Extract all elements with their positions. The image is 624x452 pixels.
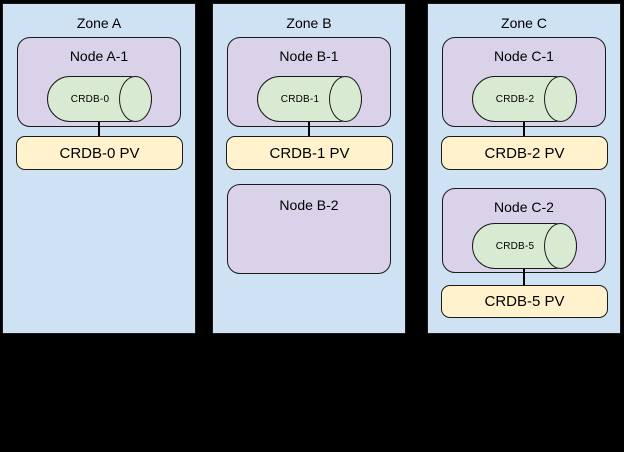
crdb-0-pv-box: CRDB-0 PV bbox=[16, 136, 183, 170]
crdb-5-pv-box: CRDB-5 PV bbox=[441, 285, 608, 318]
zone-c-title: Zone C bbox=[501, 15, 547, 31]
crdb-5-db-cylinder: CRDB-5 bbox=[472, 223, 577, 269]
zone-c-panel: Zone C Node C-1 CRDB-2 CRDB-2 PV Node C-… bbox=[427, 3, 621, 334]
zone-a-title: Zone A bbox=[76, 15, 122, 31]
cylinder-cap-icon bbox=[544, 76, 577, 122]
crdb-2-pv-box: CRDB-2 PV bbox=[441, 136, 608, 170]
node-b2-empty: Node B-2 bbox=[227, 184, 391, 274]
connector-line bbox=[308, 122, 310, 137]
crdb-1-pv-box: CRDB-1 PV bbox=[226, 136, 393, 170]
crdb-1-pv-label: CRDB-1 PV bbox=[269, 144, 350, 162]
crdb-1-label: CRDB-1 bbox=[280, 93, 320, 105]
node-b2-label: Node B-2 bbox=[279, 197, 339, 213]
zone-a-panel: Zone A Node A-1 CRDB-0 CRDB-0 PV bbox=[2, 3, 196, 334]
node-c2-label: Node C-2 bbox=[494, 199, 554, 215]
crdb-5-label: CRDB-5 bbox=[495, 240, 535, 252]
crdb-2-db-cylinder: CRDB-2 bbox=[472, 76, 577, 122]
crdb-0-label: CRDB-0 bbox=[70, 93, 110, 105]
crdb-1-db-cylinder: CRDB-1 bbox=[257, 76, 362, 122]
connector-line bbox=[98, 122, 100, 137]
crdb-0-db-cylinder: CRDB-0 bbox=[47, 76, 152, 122]
connector-line bbox=[523, 269, 525, 286]
crdb-5-pv-label: CRDB-5 PV bbox=[484, 293, 565, 310]
cylinder-cap-icon bbox=[544, 223, 577, 269]
node-c1-label: Node C-1 bbox=[494, 48, 554, 64]
crdb-2-pv-label: CRDB-2 PV bbox=[484, 144, 565, 162]
connector-line bbox=[523, 122, 525, 137]
zone-b-panel: Zone B Node B-1 CRDB-1 CRDB-1 PV Node B-… bbox=[212, 3, 406, 334]
node-a1-label: Node A-1 bbox=[69, 48, 129, 64]
zone-b-title: Zone B bbox=[286, 15, 332, 31]
cylinder-cap-icon bbox=[119, 76, 152, 122]
node-b1-label: Node B-1 bbox=[279, 48, 339, 64]
cylinder-cap-icon bbox=[329, 76, 362, 122]
crdb-2-label: CRDB-2 bbox=[495, 93, 535, 105]
crdb-0-pv-label: CRDB-0 PV bbox=[59, 144, 140, 162]
